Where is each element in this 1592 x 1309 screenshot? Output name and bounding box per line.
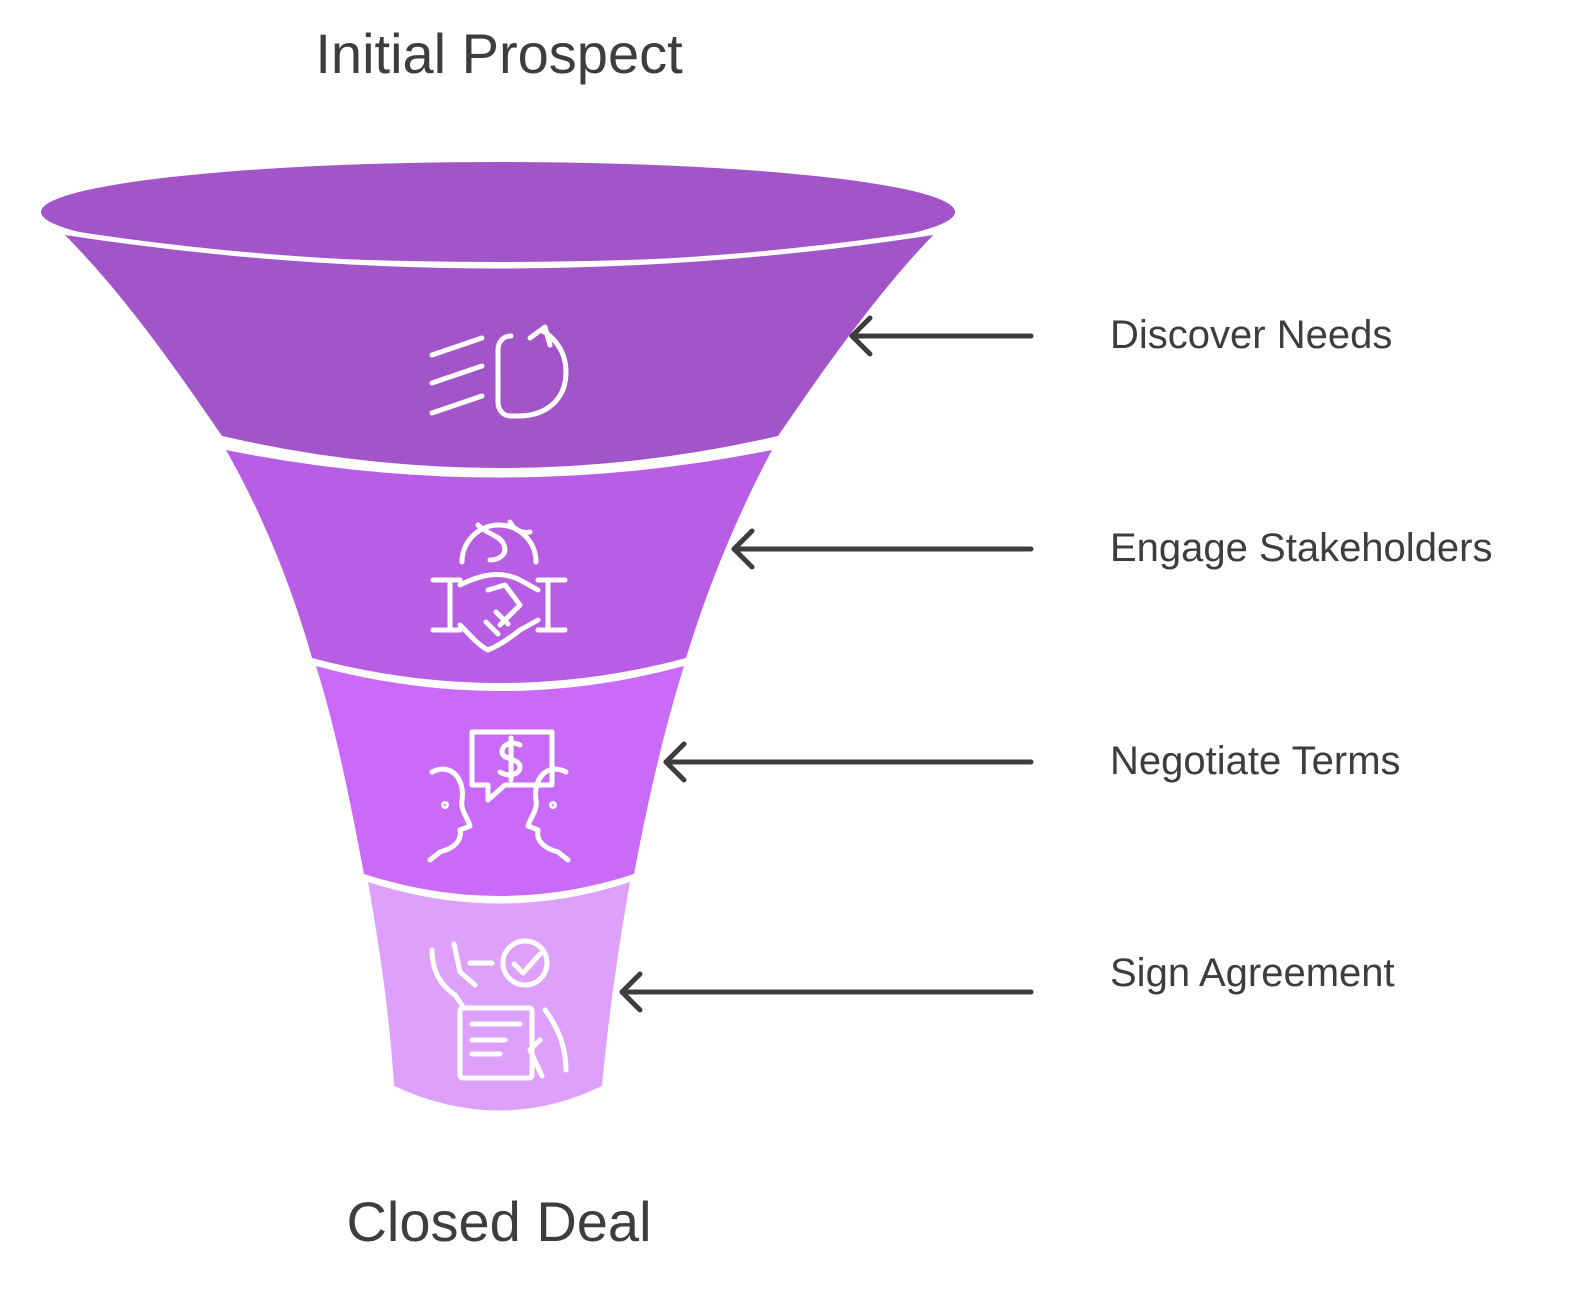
arrow-discover-needs [849, 315, 1034, 357]
stage-label-discover-needs: Discover Needs [1110, 313, 1393, 357]
stage-label-sign-agreement: Sign Agreement [1110, 951, 1395, 995]
funnel-rim [41, 162, 955, 262]
handshake-globe-icon [430, 519, 568, 653]
signed-document-icon [429, 938, 569, 1081]
funnel-top-label: Initial Prospect [315, 22, 683, 85]
funnel-stage-negotiate-terms [316, 666, 684, 896]
negotiation-icon [427, 729, 571, 863]
stage-label-negotiate-terms: Negotiate Terms [1110, 739, 1401, 783]
funnel-stage-engage-stakeholders [226, 450, 772, 683]
arrow-negotiate-terms [663, 741, 1034, 783]
funnel-bottom-label: Closed Deal [346, 1190, 652, 1253]
funnel-stage-discover-needs [41, 162, 955, 468]
arrow-engage-stakeholders [731, 528, 1034, 570]
headlight-icon [429, 324, 569, 419]
arrow-sign-agreement [619, 971, 1034, 1013]
stage-label-engage-stakeholders: Engage Stakeholders [1110, 526, 1493, 570]
